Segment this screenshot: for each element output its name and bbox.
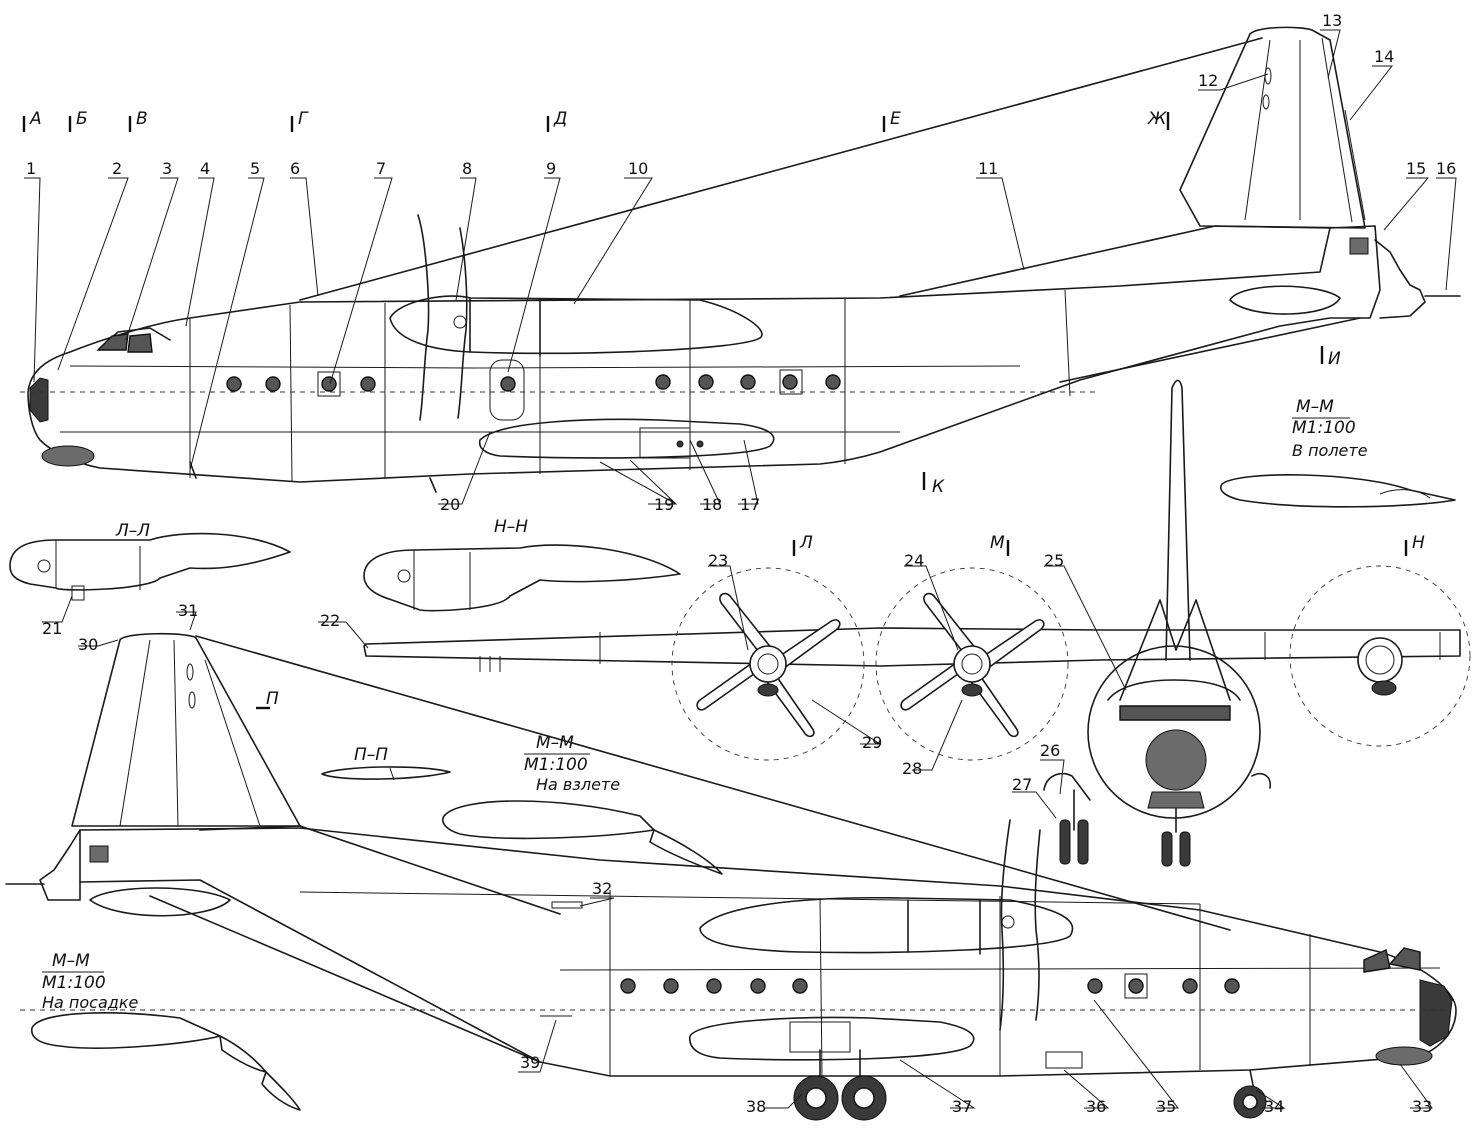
callout-14: 14	[1374, 47, 1394, 66]
svg-text:Н: Н	[1412, 533, 1425, 553]
svg-text:П: П	[266, 689, 279, 709]
svg-text:Д: Д	[553, 109, 567, 129]
callout-26: 26	[1040, 741, 1060, 760]
front-gear	[1043, 772, 1272, 867]
callout-22: 22	[320, 611, 340, 630]
callout-25: 25	[1044, 551, 1064, 570]
svg-text:А: А	[29, 109, 42, 129]
section-NN: Н–Н	[363, 517, 681, 612]
callout-1: 1	[26, 159, 36, 178]
callout-23: 23	[708, 551, 728, 570]
svg-text:П–П: П–П	[354, 745, 388, 765]
callout-11: 11	[978, 159, 998, 178]
nose-gear-bottom	[1233, 1069, 1267, 1119]
svg-text:К: К	[932, 477, 945, 497]
callout-39: 39	[520, 1053, 540, 1072]
callout-numbers: 1 2 3 4 5 6 7 8 9 10 11 12 13 14 15 16 1…	[26, 11, 1456, 1116]
svg-text:Л–Л: Л–Л	[115, 521, 150, 541]
callout-2: 2	[112, 159, 122, 178]
svg-text:Е: Е	[890, 109, 901, 129]
callout-21: 21	[42, 619, 62, 638]
svg-text:Б: Б	[76, 109, 88, 129]
callout-9: 9	[546, 159, 556, 178]
callout-35: 35	[1156, 1097, 1176, 1116]
callout-38: 38	[746, 1097, 766, 1116]
propeller-left	[696, 592, 841, 738]
svg-text:М1:100: М1:100	[524, 755, 588, 775]
svg-text:М–М: М–М	[536, 733, 574, 753]
callout-27: 27	[1012, 775, 1032, 794]
svg-text:На посадке: На посадке	[42, 993, 139, 1012]
profile-takeoff: М–М М1:100 На взлете	[442, 733, 723, 875]
callout-31: 31	[178, 601, 198, 620]
leader-lines	[24, 29, 1457, 1109]
callout-13: 13	[1322, 11, 1342, 30]
side-view-bottom	[5, 632, 1457, 1121]
svg-text:М1:100: М1:100	[42, 973, 106, 993]
callout-19: 19	[654, 495, 674, 514]
svg-text:М1:100: М1:100	[1292, 418, 1356, 438]
callout-8: 8	[462, 159, 472, 178]
callout-24: 24	[904, 551, 924, 570]
section-PP: П–П	[321, 745, 451, 781]
callout-7: 7	[376, 159, 386, 178]
side-windows-bottom	[620, 978, 1240, 994]
callout-37: 37	[952, 1097, 972, 1116]
profile-landing: М–М М1:100 На посадке	[31, 951, 301, 1111]
svg-text:Л: Л	[799, 533, 813, 553]
svg-text:И: И	[1328, 349, 1341, 369]
callout-16: 16	[1436, 159, 1456, 178]
svg-text:Г: Г	[298, 109, 309, 129]
svg-text:М–М: М–М	[1296, 397, 1334, 417]
svg-text:На взлете: На взлете	[536, 775, 620, 794]
callout-12: 12	[1198, 71, 1218, 90]
callout-29: 29	[862, 733, 882, 752]
callout-4: 4	[200, 159, 210, 178]
svg-text:М–М: М–М	[52, 951, 90, 971]
callout-32: 32	[592, 879, 612, 898]
section-marks-top: А Б В Г Д Е Ж И К	[22, 109, 1341, 497]
propeller-right	[900, 592, 1045, 738]
callout-3: 3	[162, 159, 172, 178]
main-gear-bottom	[793, 1049, 887, 1121]
section-LL: Л–Л	[9, 521, 291, 601]
callout-17: 17	[740, 495, 760, 514]
callout-30: 30	[78, 635, 98, 654]
callout-33: 33	[1412, 1097, 1432, 1116]
side-view-top	[20, 26, 1461, 493]
callout-20: 20	[440, 495, 460, 514]
callout-28: 28	[902, 759, 922, 778]
side-windows-top	[226, 374, 841, 392]
svg-text:М: М	[990, 533, 1005, 553]
section-marks-middle: Л М Н П	[256, 533, 1425, 710]
svg-text:В: В	[136, 109, 148, 129]
callout-34: 34	[1264, 1097, 1284, 1116]
callout-10: 10	[628, 159, 648, 178]
callout-18: 18	[702, 495, 722, 514]
callout-36: 36	[1086, 1097, 1106, 1116]
callout-6: 6	[290, 159, 300, 178]
front-view	[363, 379, 1471, 867]
svg-text:Н–Н: Н–Н	[494, 517, 528, 537]
callout-15: 15	[1406, 159, 1426, 178]
svg-text:В полете: В полете	[1292, 441, 1368, 460]
svg-text:Ж: Ж	[1147, 109, 1167, 129]
callout-5: 5	[250, 159, 260, 178]
profile-flight: М–М М1:100 В полете	[1220, 397, 1456, 508]
